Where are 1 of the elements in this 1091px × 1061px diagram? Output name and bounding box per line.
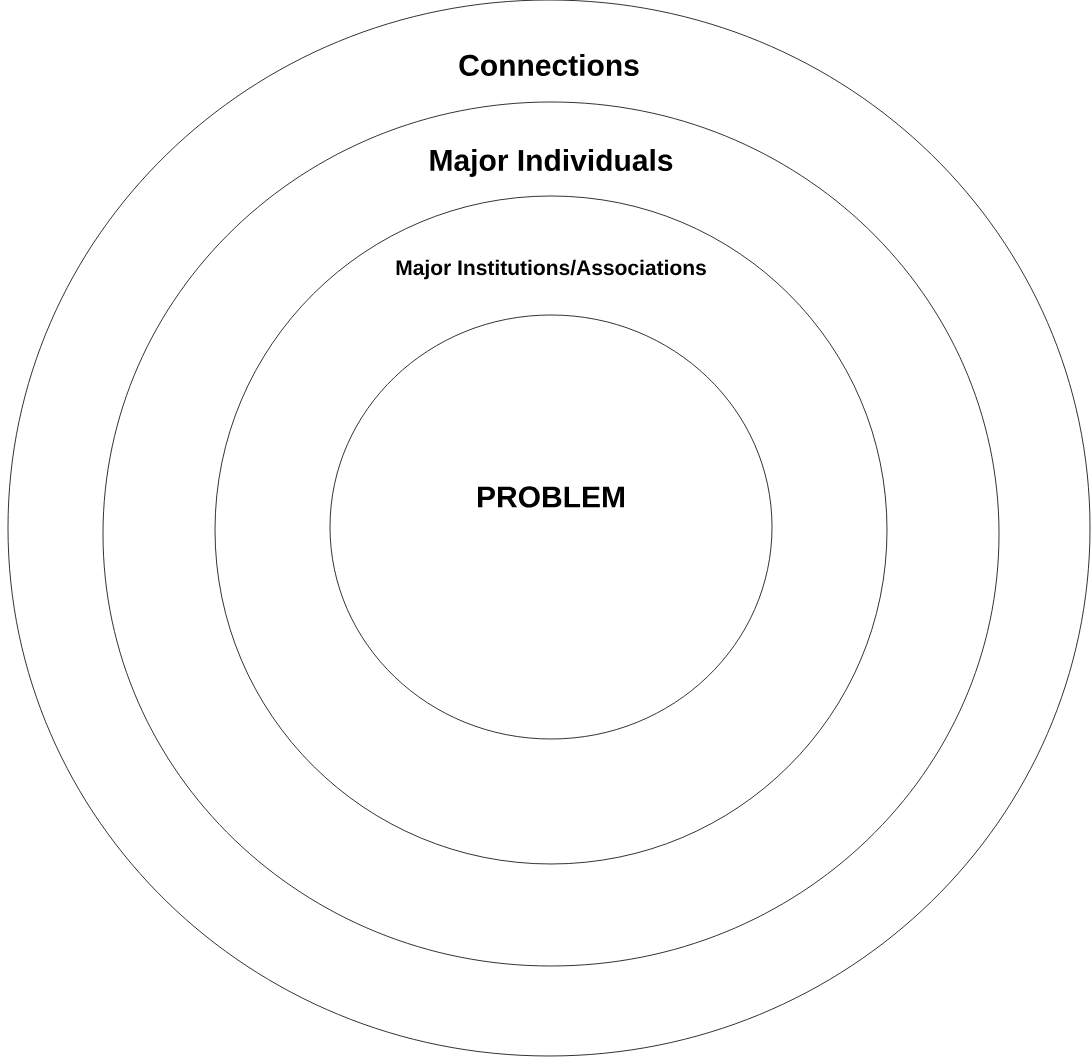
ring: PROBLEM xyxy=(329,314,773,740)
